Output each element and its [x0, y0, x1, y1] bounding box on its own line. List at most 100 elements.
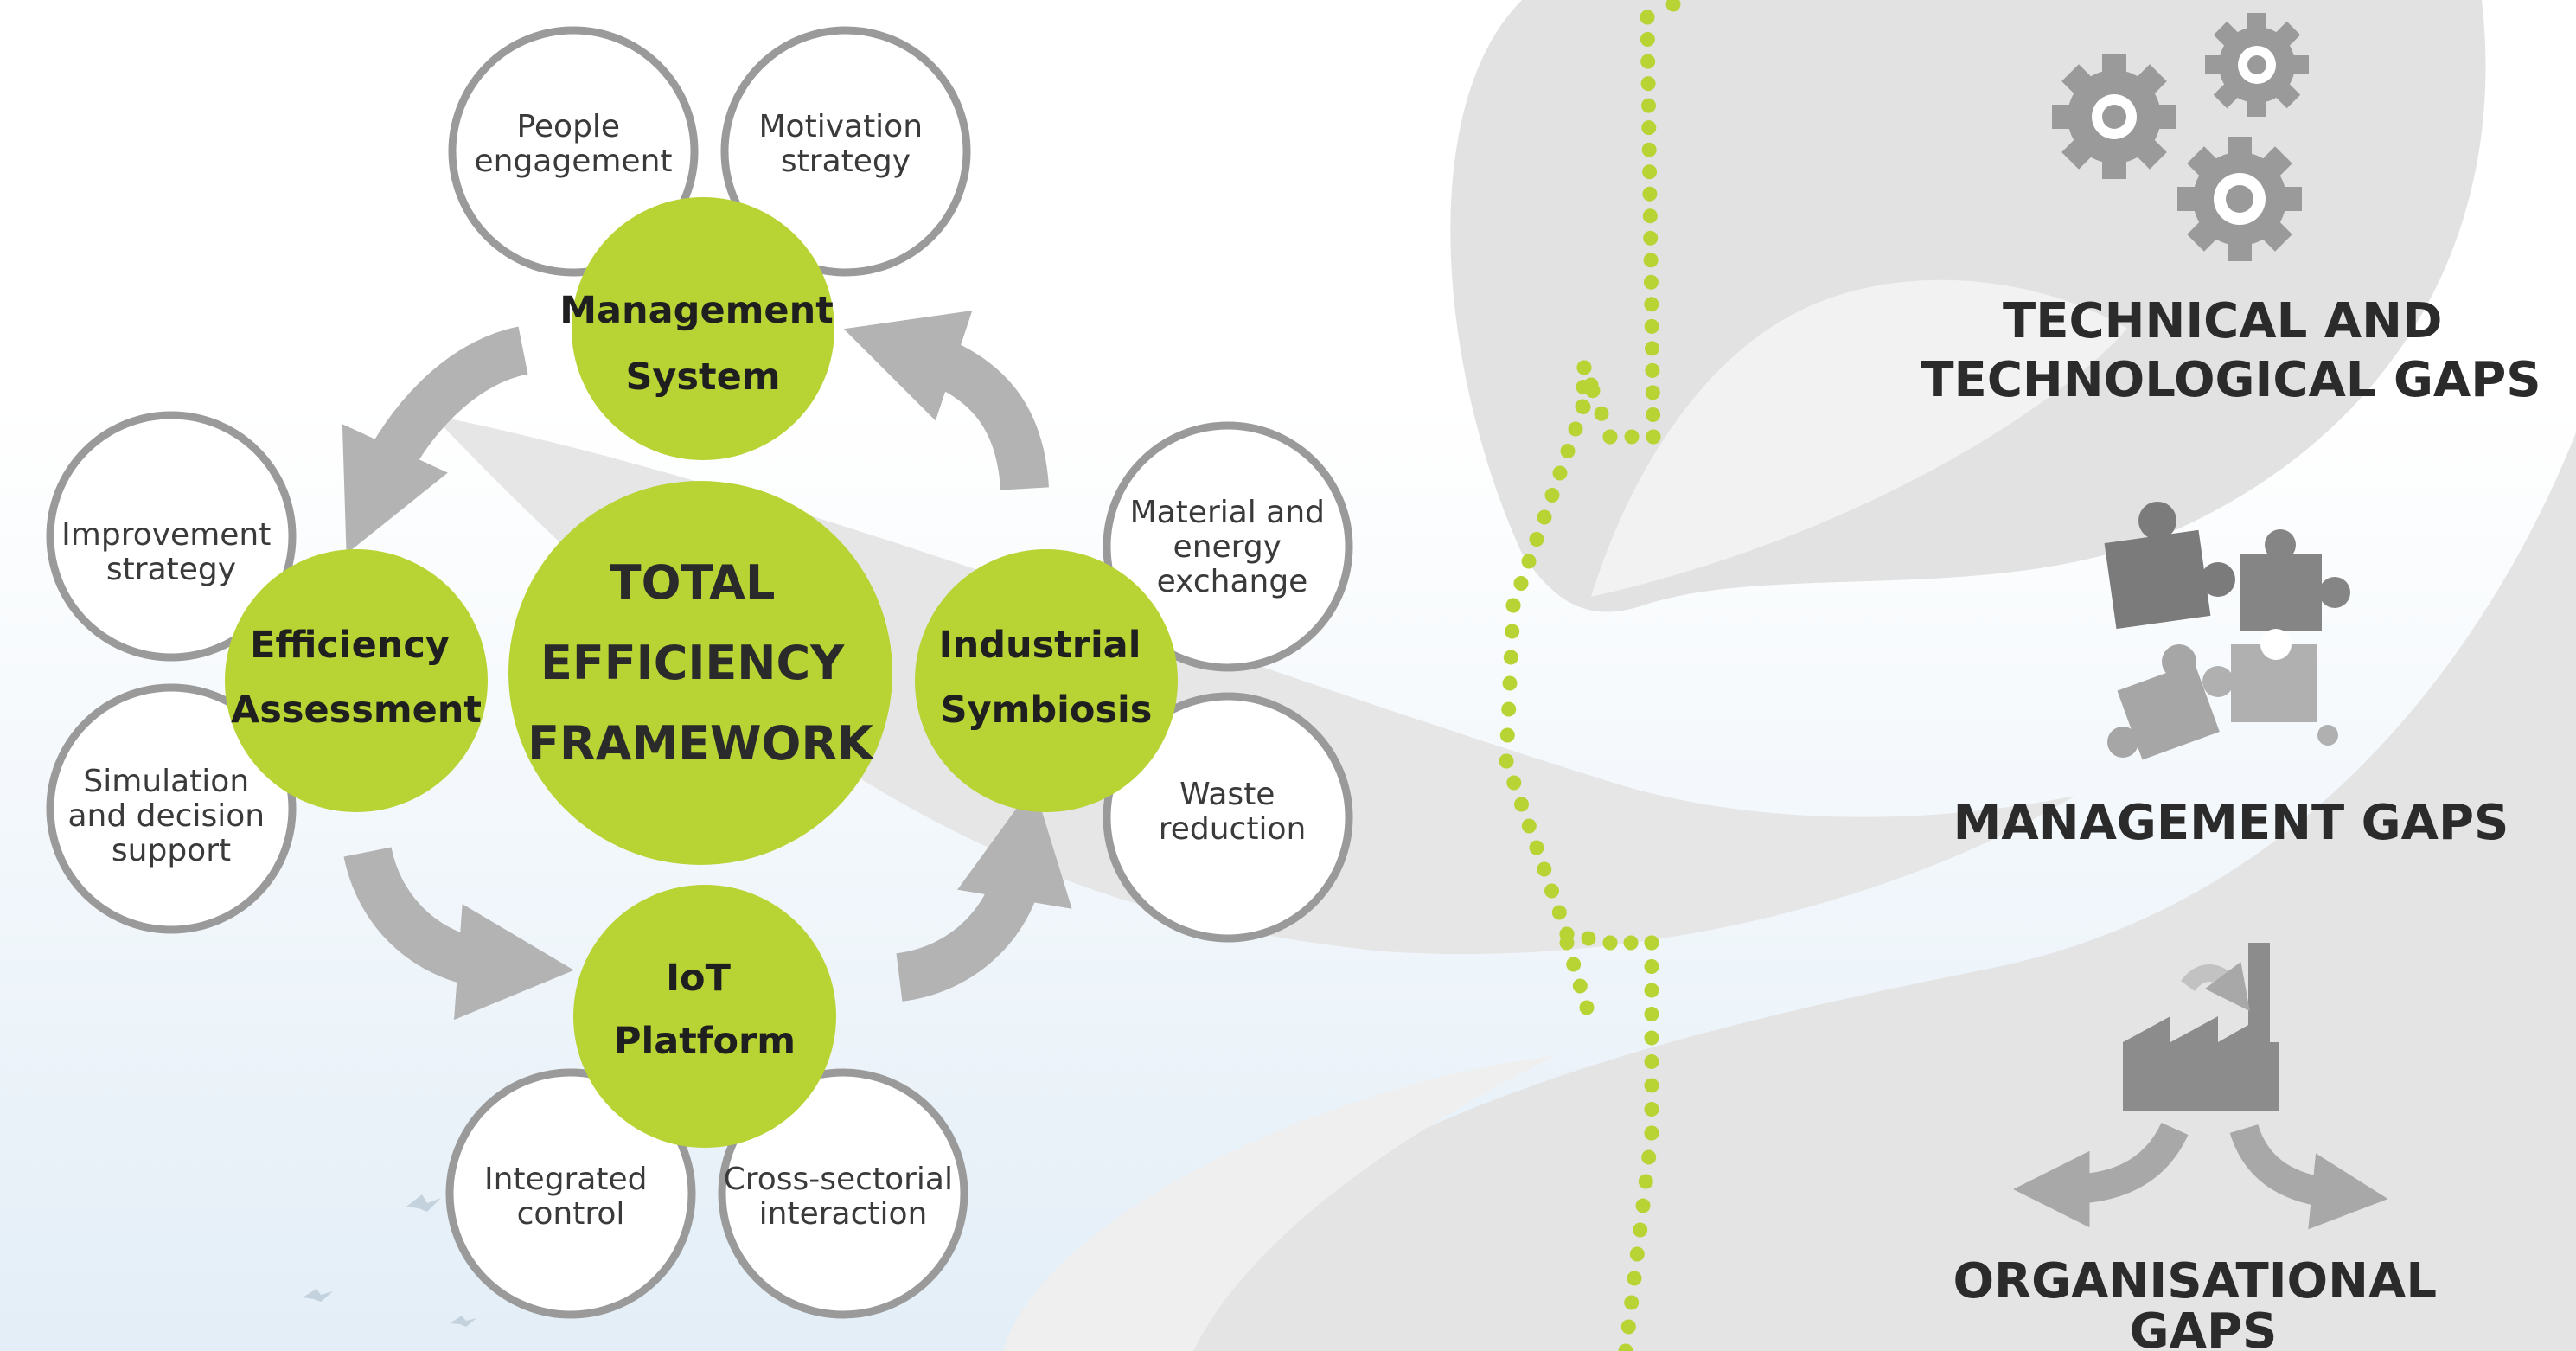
separator-dot	[1537, 861, 1552, 877]
separator-dot	[1640, 10, 1655, 25]
separator-dot	[1643, 230, 1659, 246]
separator-dot	[1646, 407, 1661, 422]
separator-dot	[1641, 98, 1656, 113]
separator-dot	[1640, 76, 1656, 92]
separator-dot	[1499, 753, 1514, 769]
dotted-separator	[1499, 0, 1681, 1351]
separator-dot	[1642, 186, 1658, 202]
satellite-cross-sectorial-interaction	[718, 1068, 968, 1319]
separator-dot	[1624, 429, 1640, 445]
separator-dot	[1643, 253, 1659, 268]
separator-dot	[1644, 318, 1659, 334]
separator-dot	[1624, 1295, 1640, 1310]
efficiency-assessment-label: Efficiency Assessment	[231, 624, 482, 732]
separator-dot	[1641, 1149, 1657, 1165]
separator-dot	[1602, 429, 1618, 445]
satellite-simulation-decision-support	[46, 683, 297, 934]
separator-dot	[1499, 727, 1515, 743]
satellite-people-engagement	[448, 26, 699, 277]
management-system-label: Management System	[559, 289, 847, 399]
separator-dot	[1640, 32, 1655, 47]
separator-dot	[1645, 385, 1660, 400]
separator-dot	[1579, 1000, 1595, 1015]
separator-dot	[1618, 1343, 1633, 1351]
cycle-arrows	[342, 311, 1072, 1021]
separator-dot	[1638, 1174, 1653, 1189]
separator-dot	[1644, 297, 1659, 312]
waste-reduction-label: Waste reduction	[1159, 777, 1307, 847]
separator-dot	[1521, 818, 1537, 834]
separator-dot	[1623, 935, 1639, 951]
hub-circles	[225, 197, 1178, 1148]
separator-dot	[1502, 676, 1518, 691]
separator-dot	[1642, 164, 1658, 180]
separator-dot	[1576, 360, 1592, 375]
satellite-rings	[46, 26, 1353, 1319]
people-engagement-label: People engagement	[474, 109, 672, 179]
total-efficiency-framework-label: TOTAL EFFICIENCY FRAMEWORK	[527, 555, 875, 771]
satellite-improvement-strategy	[46, 411, 297, 662]
motivation-strategy-label: Motivation strategy	[759, 109, 933, 179]
improvement-strategy-label: Improvement strategy	[61, 517, 281, 587]
separator-dot	[1506, 775, 1522, 791]
separator-dot	[1544, 488, 1560, 503]
separator-dot	[1594, 406, 1609, 421]
separator-dot	[1644, 959, 1659, 974]
core-total-efficiency-framework	[508, 481, 892, 865]
separator-dot	[1513, 576, 1529, 591]
separator-dot	[1644, 1078, 1659, 1093]
arrow-management-to-efficiency	[342, 326, 529, 554]
separator-dot	[1644, 935, 1659, 951]
separator-dot	[1665, 0, 1681, 12]
separator-dot	[1537, 509, 1552, 525]
separator-dot	[1514, 797, 1529, 812]
separator-dot	[1568, 421, 1583, 437]
separator-dot	[1551, 905, 1567, 920]
separator-dot	[1646, 429, 1661, 445]
separator-dot	[1559, 935, 1575, 951]
separator-dot	[1572, 978, 1588, 994]
separator-dot	[1627, 1271, 1642, 1286]
iot-platform-label: IoT Platform	[614, 957, 796, 1063]
separator-dot	[1521, 554, 1537, 569]
satellite-material-energy-exchange	[1103, 421, 1353, 672]
puzzle-pieces-icon	[2104, 502, 2350, 760]
hub-iot-platform	[573, 885, 836, 1148]
separator-dot	[1629, 1246, 1645, 1262]
arrow-symbiosis-to-management	[843, 311, 1049, 491]
separator-dot	[1645, 341, 1659, 356]
separator-dot	[1633, 1222, 1648, 1238]
separator-dot	[1644, 1007, 1659, 1021]
separator-dot	[1642, 208, 1658, 224]
separator-dot	[1644, 1125, 1659, 1141]
separator-dot	[1501, 701, 1517, 717]
separator-dot	[1635, 1198, 1651, 1213]
separator-dot	[1505, 598, 1521, 613]
separator-dot	[1644, 1054, 1659, 1069]
separator-dot	[1641, 120, 1657, 136]
arrow-iot-to-symbiosis	[895, 784, 1072, 1002]
separator-dot	[1552, 465, 1568, 481]
separator-dot	[1544, 883, 1559, 899]
separator-dot	[1576, 380, 1591, 394]
separator-dot	[1641, 142, 1657, 157]
separator-dot	[1644, 1030, 1659, 1046]
separator-dot	[1644, 1102, 1659, 1117]
separator-dot	[1575, 399, 1590, 414]
separator-dot	[1581, 931, 1596, 946]
separator-dot	[1602, 935, 1618, 951]
separator-dot	[1566, 957, 1582, 972]
cross-sectorial-interaction-label: Cross-sectorial interaction	[724, 1162, 963, 1232]
satellite-integrated-control	[445, 1068, 696, 1319]
separator-dot	[1643, 274, 1659, 290]
separator-dot	[1505, 624, 1520, 639]
hub-management-system	[572, 197, 834, 460]
hub-efficiency-assessment	[225, 549, 488, 812]
industrial-symbiosis-label: Industrial Symbiosis	[939, 624, 1154, 732]
separator-dot	[1645, 362, 1660, 378]
management-gaps-title: MANAGEMENT GAPS	[1953, 795, 2509, 851]
material-energy-exchange-label: Material and energy exchange	[1130, 495, 1335, 599]
gears-icon	[2052, 13, 2309, 261]
separator-dot	[1503, 650, 1518, 665]
